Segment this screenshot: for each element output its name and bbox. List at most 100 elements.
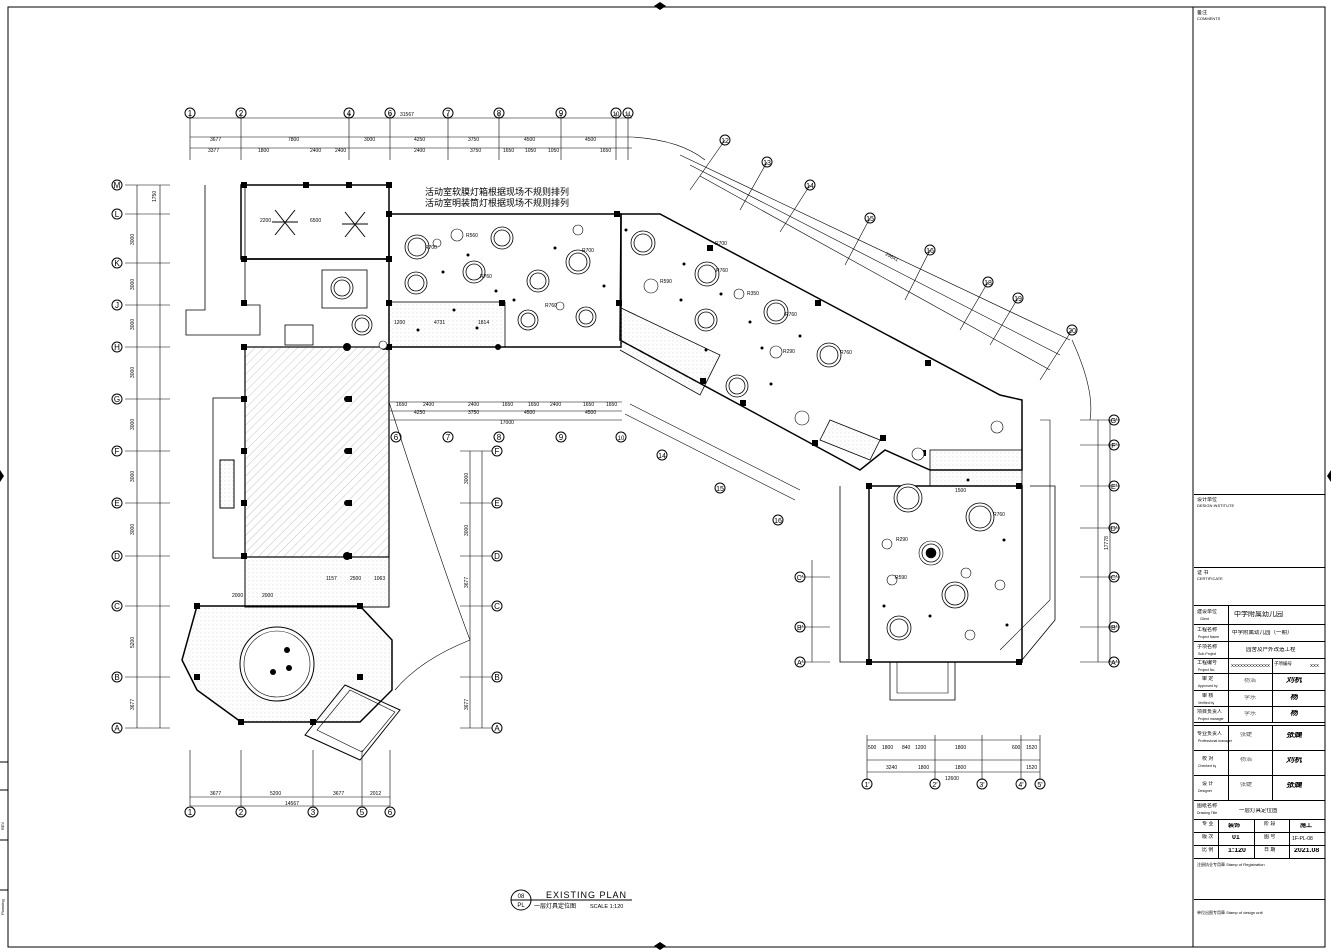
grid-bubble-left-L: L	[111, 208, 123, 220]
title-scale: SCALE 1:120	[590, 904, 623, 910]
svg-text:15: 15	[866, 216, 874, 223]
svg-text:1520: 1520	[1026, 765, 1037, 771]
svg-text:1800: 1800	[258, 148, 269, 154]
svg-text:C': C'	[1111, 575, 1117, 582]
svg-text:16: 16	[774, 518, 782, 525]
svg-text:1': 1'	[864, 782, 869, 789]
svg-text:3000: 3000	[130, 234, 136, 245]
grid-bubble-bottom-3: 3	[307, 806, 319, 818]
svg-text:3000: 3000	[130, 419, 136, 430]
svg-text:K: K	[114, 259, 120, 268]
grid-bubble-bottom-6: 6	[384, 806, 396, 818]
svg-text:3240: 3240	[886, 765, 897, 771]
tb-row-discipline: 专 业 装饰 阶 段 施工	[1194, 820, 1325, 833]
svg-text:3377: 3377	[208, 148, 219, 154]
grid-bubble-mid-E: E	[491, 497, 503, 509]
svg-text:1520: 1520	[1026, 745, 1037, 751]
rev-label: REV	[0, 821, 5, 830]
svg-text:1650: 1650	[606, 402, 617, 408]
svg-text:3000: 3000	[364, 137, 375, 143]
grid-bubble-left-C: C	[111, 600, 123, 612]
design-unit: 设计单位 DESIGN INSTITUTE	[1197, 497, 1235, 508]
svg-text:18: 18	[984, 280, 992, 287]
svg-text:5': 5'	[1037, 782, 1042, 789]
center-mark-bottom	[654, 942, 666, 950]
svg-text:3: 3	[311, 808, 316, 817]
svg-text:H: H	[114, 343, 120, 352]
certificate: 证 书 CERTIFICATE	[1197, 570, 1223, 581]
svg-text:R760: R760	[785, 312, 797, 318]
svg-text:1050: 1050	[548, 148, 559, 154]
svg-text:12: 12	[721, 138, 729, 145]
svg-text:2400: 2400	[550, 402, 561, 408]
svg-text:3750: 3750	[468, 410, 479, 416]
svg-text:1050: 1050	[525, 148, 536, 154]
svg-text:D: D	[114, 552, 120, 561]
grid-bubbles-diagonal: 12 13 14 15 16 18 19 20 14 15 16	[656, 134, 1078, 526]
grid-bubble-left-G: G	[111, 393, 123, 405]
svg-text:D: D	[494, 552, 500, 561]
grid-bubble-top-4: 4	[343, 107, 355, 119]
svg-text:600: 600	[1012, 745, 1021, 751]
svg-text:R290: R290	[783, 349, 795, 355]
svg-text:500: 500	[868, 745, 877, 751]
tb-stamp-unit: 单位出图专用章 Stamp of design unit	[1197, 910, 1263, 915]
svg-text:4500: 4500	[585, 410, 596, 416]
grid-bubble-bottom-1: 1	[184, 806, 196, 818]
svg-text:6500: 6500	[310, 218, 321, 224]
svg-text:B': B'	[797, 625, 803, 632]
svg-text:C': C'	[797, 575, 803, 582]
grid-bubbles-corridor: 6 7 8 9 10	[390, 431, 627, 443]
svg-text:16: 16	[926, 248, 934, 255]
grid-bubble-top-8: 8	[493, 107, 505, 119]
svg-text:14: 14	[658, 453, 666, 460]
grid-bubble-bottom-2: 2	[235, 806, 247, 818]
svg-text:4': 4'	[1018, 782, 1023, 789]
sheet-border	[7, 6, 1326, 948]
svg-text:1650: 1650	[396, 402, 407, 408]
corridor-total-dim: 17000	[500, 420, 514, 426]
svg-text:1157: 1157	[326, 576, 337, 582]
center-mark-left	[0, 470, 4, 482]
planning-label: Planning	[0, 899, 5, 915]
svg-text:3000: 3000	[130, 524, 136, 535]
grid-bubble-left-E: E	[111, 497, 123, 509]
svg-text:E: E	[114, 499, 119, 508]
svg-text:B: B	[494, 673, 499, 682]
svg-text:R700: R700	[425, 245, 437, 251]
grid-bubble-left-B: B	[111, 671, 123, 683]
svg-text:2: 2	[239, 109, 244, 118]
tb-row-client: 建设单位 Client 中学附属幼儿园	[1194, 606, 1325, 625]
svg-text:A': A'	[797, 660, 803, 667]
pendant-light-starburst	[272, 209, 368, 238]
svg-text:1750: 1750	[152, 191, 158, 202]
east-total-dim: 12600	[945, 776, 959, 782]
grid-bubbles-mid: F E D C B A	[491, 445, 503, 734]
grid-bubble-top-6: 6	[384, 107, 396, 119]
diagonal-dimension-chain	[679, 139, 1092, 421]
svg-text:2400: 2400	[335, 148, 346, 154]
bottom-dimension-chain	[189, 750, 391, 807]
svg-text:2012: 2012	[370, 791, 381, 797]
svg-text:2': 2'	[932, 782, 937, 789]
svg-text:1650: 1650	[503, 148, 514, 154]
svg-text:1: 1	[188, 109, 193, 118]
svg-text:E: E	[494, 499, 499, 508]
svg-text:1650: 1650	[528, 402, 539, 408]
svg-text:10: 10	[618, 436, 625, 442]
grid-bubble-top-7: 7	[442, 107, 454, 119]
grid-bubble-top-9: 9	[555, 107, 567, 119]
title-main: EXISTING PLAN	[546, 890, 627, 900]
svg-text:3677: 3677	[464, 577, 470, 588]
svg-text:1063: 1063	[374, 576, 385, 582]
grid-bubbles-east-right: G' F' E' D' C' B' A' C' B' A'	[794, 414, 1120, 668]
drawing-title: 08 PL EXISTING PLAN 一层灯具定位图 SCALE 1:120	[510, 889, 632, 911]
tb-row-checked: 校 对 Checked by 杨浩 刘杭	[1194, 751, 1325, 776]
left-dimension-chain	[125, 184, 170, 729]
svg-text:3677: 3677	[210, 137, 221, 143]
svg-text:G: G	[114, 395, 120, 404]
svg-text:R560: R560	[466, 233, 478, 239]
svg-text:R760: R760	[716, 268, 728, 274]
svg-text:3677: 3677	[130, 699, 136, 710]
grid-bubble-mid-A: A	[491, 722, 503, 734]
